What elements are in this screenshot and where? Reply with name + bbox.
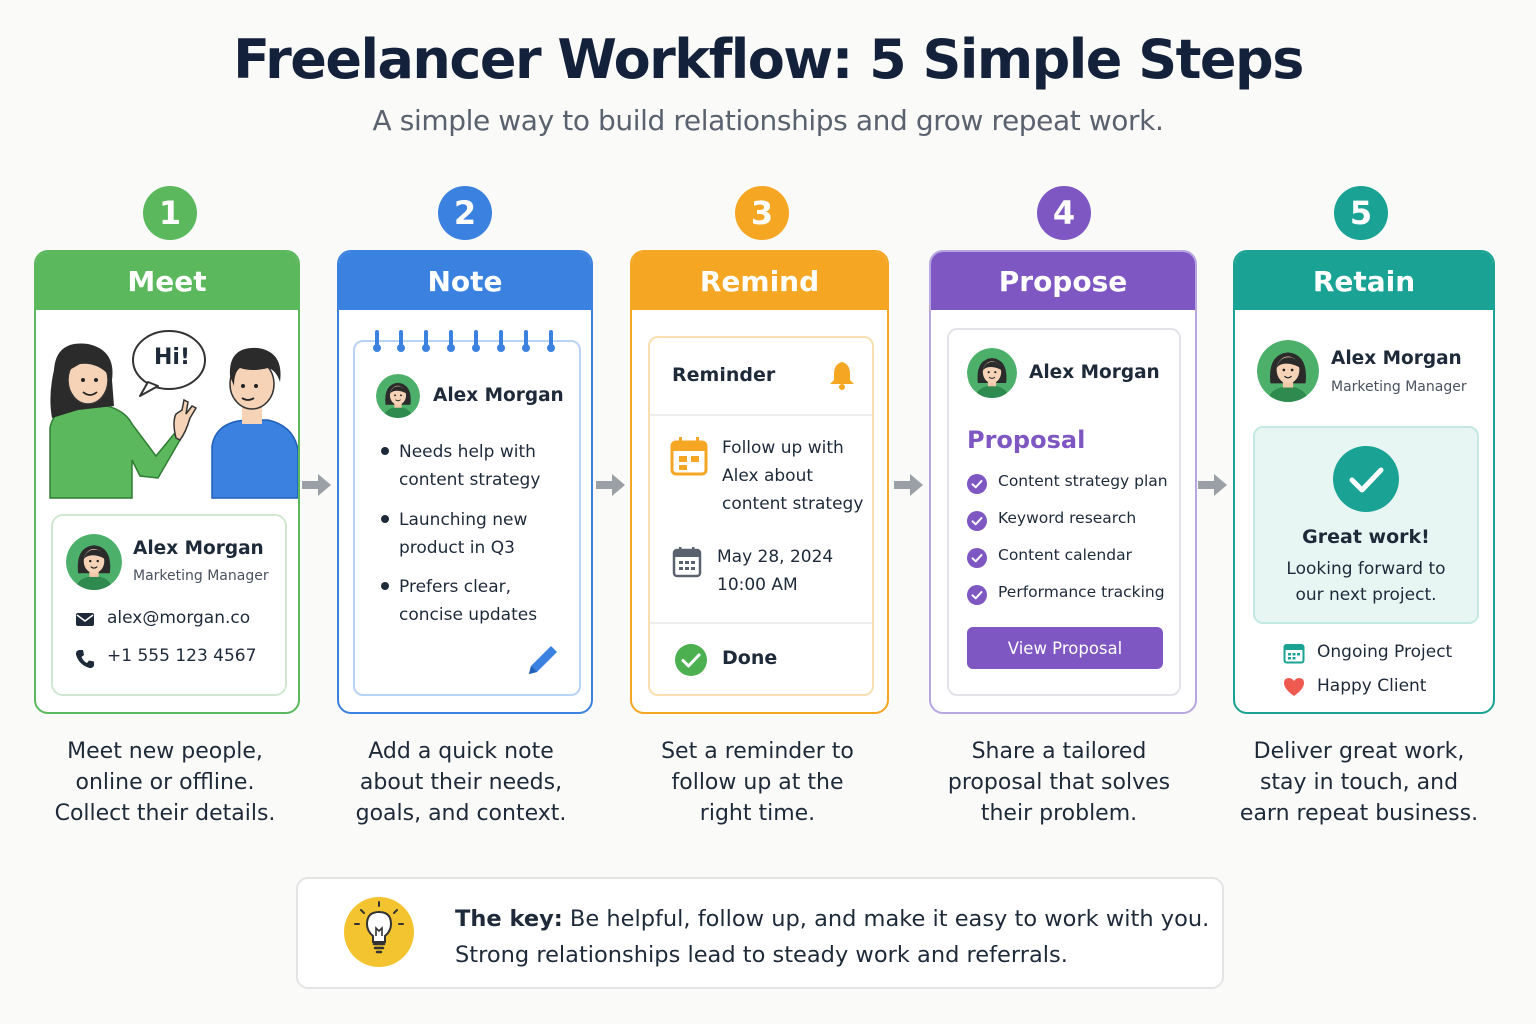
- propose-card: Propose Alex Morgan Proposal Content str…: [929, 250, 1197, 714]
- retain-contact-name: Alex Morgan: [1331, 348, 1462, 369]
- email-icon: [76, 613, 94, 626]
- propose-card-header: Propose: [931, 252, 1195, 310]
- avatar: [967, 348, 1017, 398]
- arrow-2-to-3-icon: [596, 472, 626, 498]
- avatar: [1257, 340, 1319, 402]
- step-2-number: 2: [438, 186, 492, 240]
- key-label: The key:: [455, 906, 563, 932]
- success-check-icon: [1333, 446, 1399, 512]
- calendar-small-icon: [672, 547, 702, 578]
- contact-phone[interactable]: +1 555 123 4567: [107, 646, 257, 666]
- proposal-document: Alex Morgan Proposal Content strategy pl…: [947, 328, 1181, 696]
- bullet-icon: [381, 582, 389, 590]
- bell-icon[interactable]: [828, 360, 856, 390]
- proposal-item: Keyword research: [998, 509, 1137, 527]
- check-circle-icon: [967, 474, 987, 494]
- step-5-number: 5: [1334, 186, 1388, 240]
- page-subtitle: A simple way to build relationships and …: [372, 104, 1164, 137]
- retain-tag: Happy Client: [1317, 676, 1427, 696]
- contact-role: Marketing Manager: [133, 568, 269, 584]
- bullet-icon: [381, 515, 389, 523]
- lightbulb-icon: [344, 897, 414, 967]
- retain-card-header: Retain: [1235, 252, 1493, 310]
- retain-contact-role: Marketing Manager: [1331, 379, 1467, 395]
- contact-name: Alex Morgan: [133, 538, 264, 559]
- heart-icon: [1284, 678, 1304, 696]
- check-circle-icon: [967, 511, 987, 531]
- avatar: [376, 374, 420, 418]
- page-title: Freelancer Workflow: 5 Simple Steps: [233, 28, 1304, 91]
- reminder-status: Done: [722, 647, 778, 669]
- note-contact-name: Alex Morgan: [433, 385, 564, 406]
- bullet-icon: [381, 447, 389, 455]
- meeting-illustration: [49, 330, 298, 499]
- reminder-label: Reminder: [672, 364, 776, 386]
- note-card-header: Note: [339, 252, 591, 310]
- step-3-number: 3: [735, 186, 789, 240]
- calendar-icon: [670, 437, 708, 476]
- calendar-icon: [1283, 644, 1305, 664]
- meet-card: Meet Hi! Alex Morgan Marketing Manager a…: [34, 250, 300, 714]
- step-4-number: 4: [1037, 186, 1091, 240]
- remind-card-header: Remind: [632, 252, 887, 310]
- pencil-icon[interactable]: [525, 642, 561, 678]
- proposal-item: Performance tracking: [998, 583, 1165, 601]
- retain-tag: Ongoing Project: [1317, 642, 1453, 662]
- arrow-4-to-5-icon: [1198, 472, 1228, 498]
- step-1-number: 1: [143, 186, 197, 240]
- contact-email[interactable]: alex@morgan.co: [107, 608, 251, 628]
- speech-bubble-text: Hi!: [154, 345, 190, 370]
- avatar: [66, 534, 122, 590]
- view-proposal-button[interactable]: View Proposal: [967, 627, 1163, 669]
- proposal-contact-name: Alex Morgan: [1029, 362, 1160, 383]
- phone-icon: [75, 650, 94, 669]
- notepad-binding-icon: [373, 330, 555, 352]
- proposal-item: Content calendar: [998, 546, 1132, 564]
- key-takeaway-box: The key: Be helpful, follow up, and make…: [296, 877, 1224, 989]
- meet-card-header: Meet: [36, 252, 298, 310]
- key-line-2: Strong relationships lead to steady work…: [455, 942, 1068, 968]
- notepad: [353, 340, 581, 696]
- arrow-3-to-4-icon: [894, 472, 924, 498]
- divider: [650, 414, 872, 416]
- check-circle-icon: [967, 548, 987, 568]
- step-1-caption: Meet new people,online or offline.Collec…: [54, 739, 276, 826]
- check-circle-icon: [967, 585, 987, 605]
- done-check-icon[interactable]: [674, 643, 708, 677]
- note-bullet: Prefers clear,concise updates: [399, 577, 538, 625]
- proposal-item: Content strategy plan: [998, 472, 1168, 490]
- arrow-1-to-2-icon: [302, 472, 332, 498]
- key-text: The key: Be helpful, follow up, and make…: [455, 901, 1209, 973]
- proposal-heading: Proposal: [967, 426, 1086, 454]
- success-title: Great work!: [1302, 526, 1430, 548]
- contact-card: Alex Morgan Marketing Manager alex@morga…: [51, 514, 287, 696]
- key-line-1: Be helpful, follow up, and make it easy …: [569, 906, 1210, 932]
- retain-card: Retain Alex Morgan Marketing Manager Gre…: [1233, 250, 1495, 714]
- divider: [650, 622, 872, 624]
